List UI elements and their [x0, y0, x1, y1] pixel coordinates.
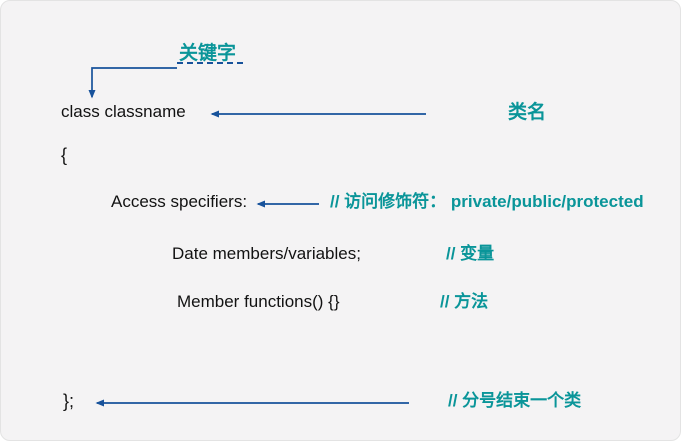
access-modifiers-label: // 访问修饰符： private/public/protected: [330, 192, 644, 211]
semicolon-note-label: // 分号结束一个类: [448, 391, 582, 410]
variable-label: // 变量: [446, 244, 495, 263]
class-name-label: 类名: [508, 102, 547, 123]
method-label: // 方法: [440, 292, 489, 311]
code-class-line: class classname: [61, 102, 186, 121]
code-close-brace: };: [63, 391, 75, 411]
code-member-functions: Member functions() {}: [177, 292, 340, 311]
code-access-specifiers: Access specifiers:: [111, 192, 248, 211]
keyword-to-class-elbow-arrow: [88, 67, 177, 99]
keyword-dashed-underline: [177, 62, 243, 64]
code-open-brace: {: [61, 145, 68, 165]
keyword-label: 关键字: [179, 43, 237, 64]
code-data-members: Date members/variables;: [172, 244, 361, 263]
